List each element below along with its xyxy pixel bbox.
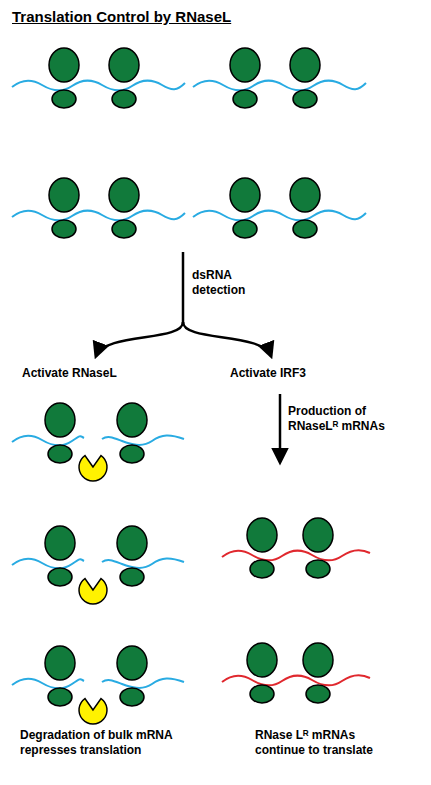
mrna-with-ribosomes <box>193 48 366 108</box>
cleaved-mrna <box>12 526 184 604</box>
branch-label: Activate RNaseL <box>22 366 172 381</box>
mrna-with-ribosomes <box>193 178 366 238</box>
arrow-shaft <box>182 252 185 326</box>
resistant-mrna <box>222 643 370 703</box>
cleaved-mrna <box>12 646 184 724</box>
branch-label: Activate IRF3 <box>230 366 380 381</box>
arrow <box>279 394 282 462</box>
resistant-mrna <box>222 518 370 578</box>
outcome-label: Degradation of bulk mRNA represses trans… <box>20 728 185 758</box>
branch-arrow <box>96 322 183 356</box>
outcome-label: RNase Lᴿ mRNAs continue to translate <box>255 728 395 758</box>
step-label: Production of RNaseLᴿ mRNAs <box>288 404 398 434</box>
title: Translation Control by RNaseL <box>12 8 231 26</box>
branch-arrow <box>183 322 271 356</box>
mrna-with-ribosomes <box>12 48 185 108</box>
step-label: dsRNA detection <box>192 268 264 298</box>
cleaved-mrna <box>12 403 184 481</box>
mrna-with-ribosomes <box>12 178 185 238</box>
